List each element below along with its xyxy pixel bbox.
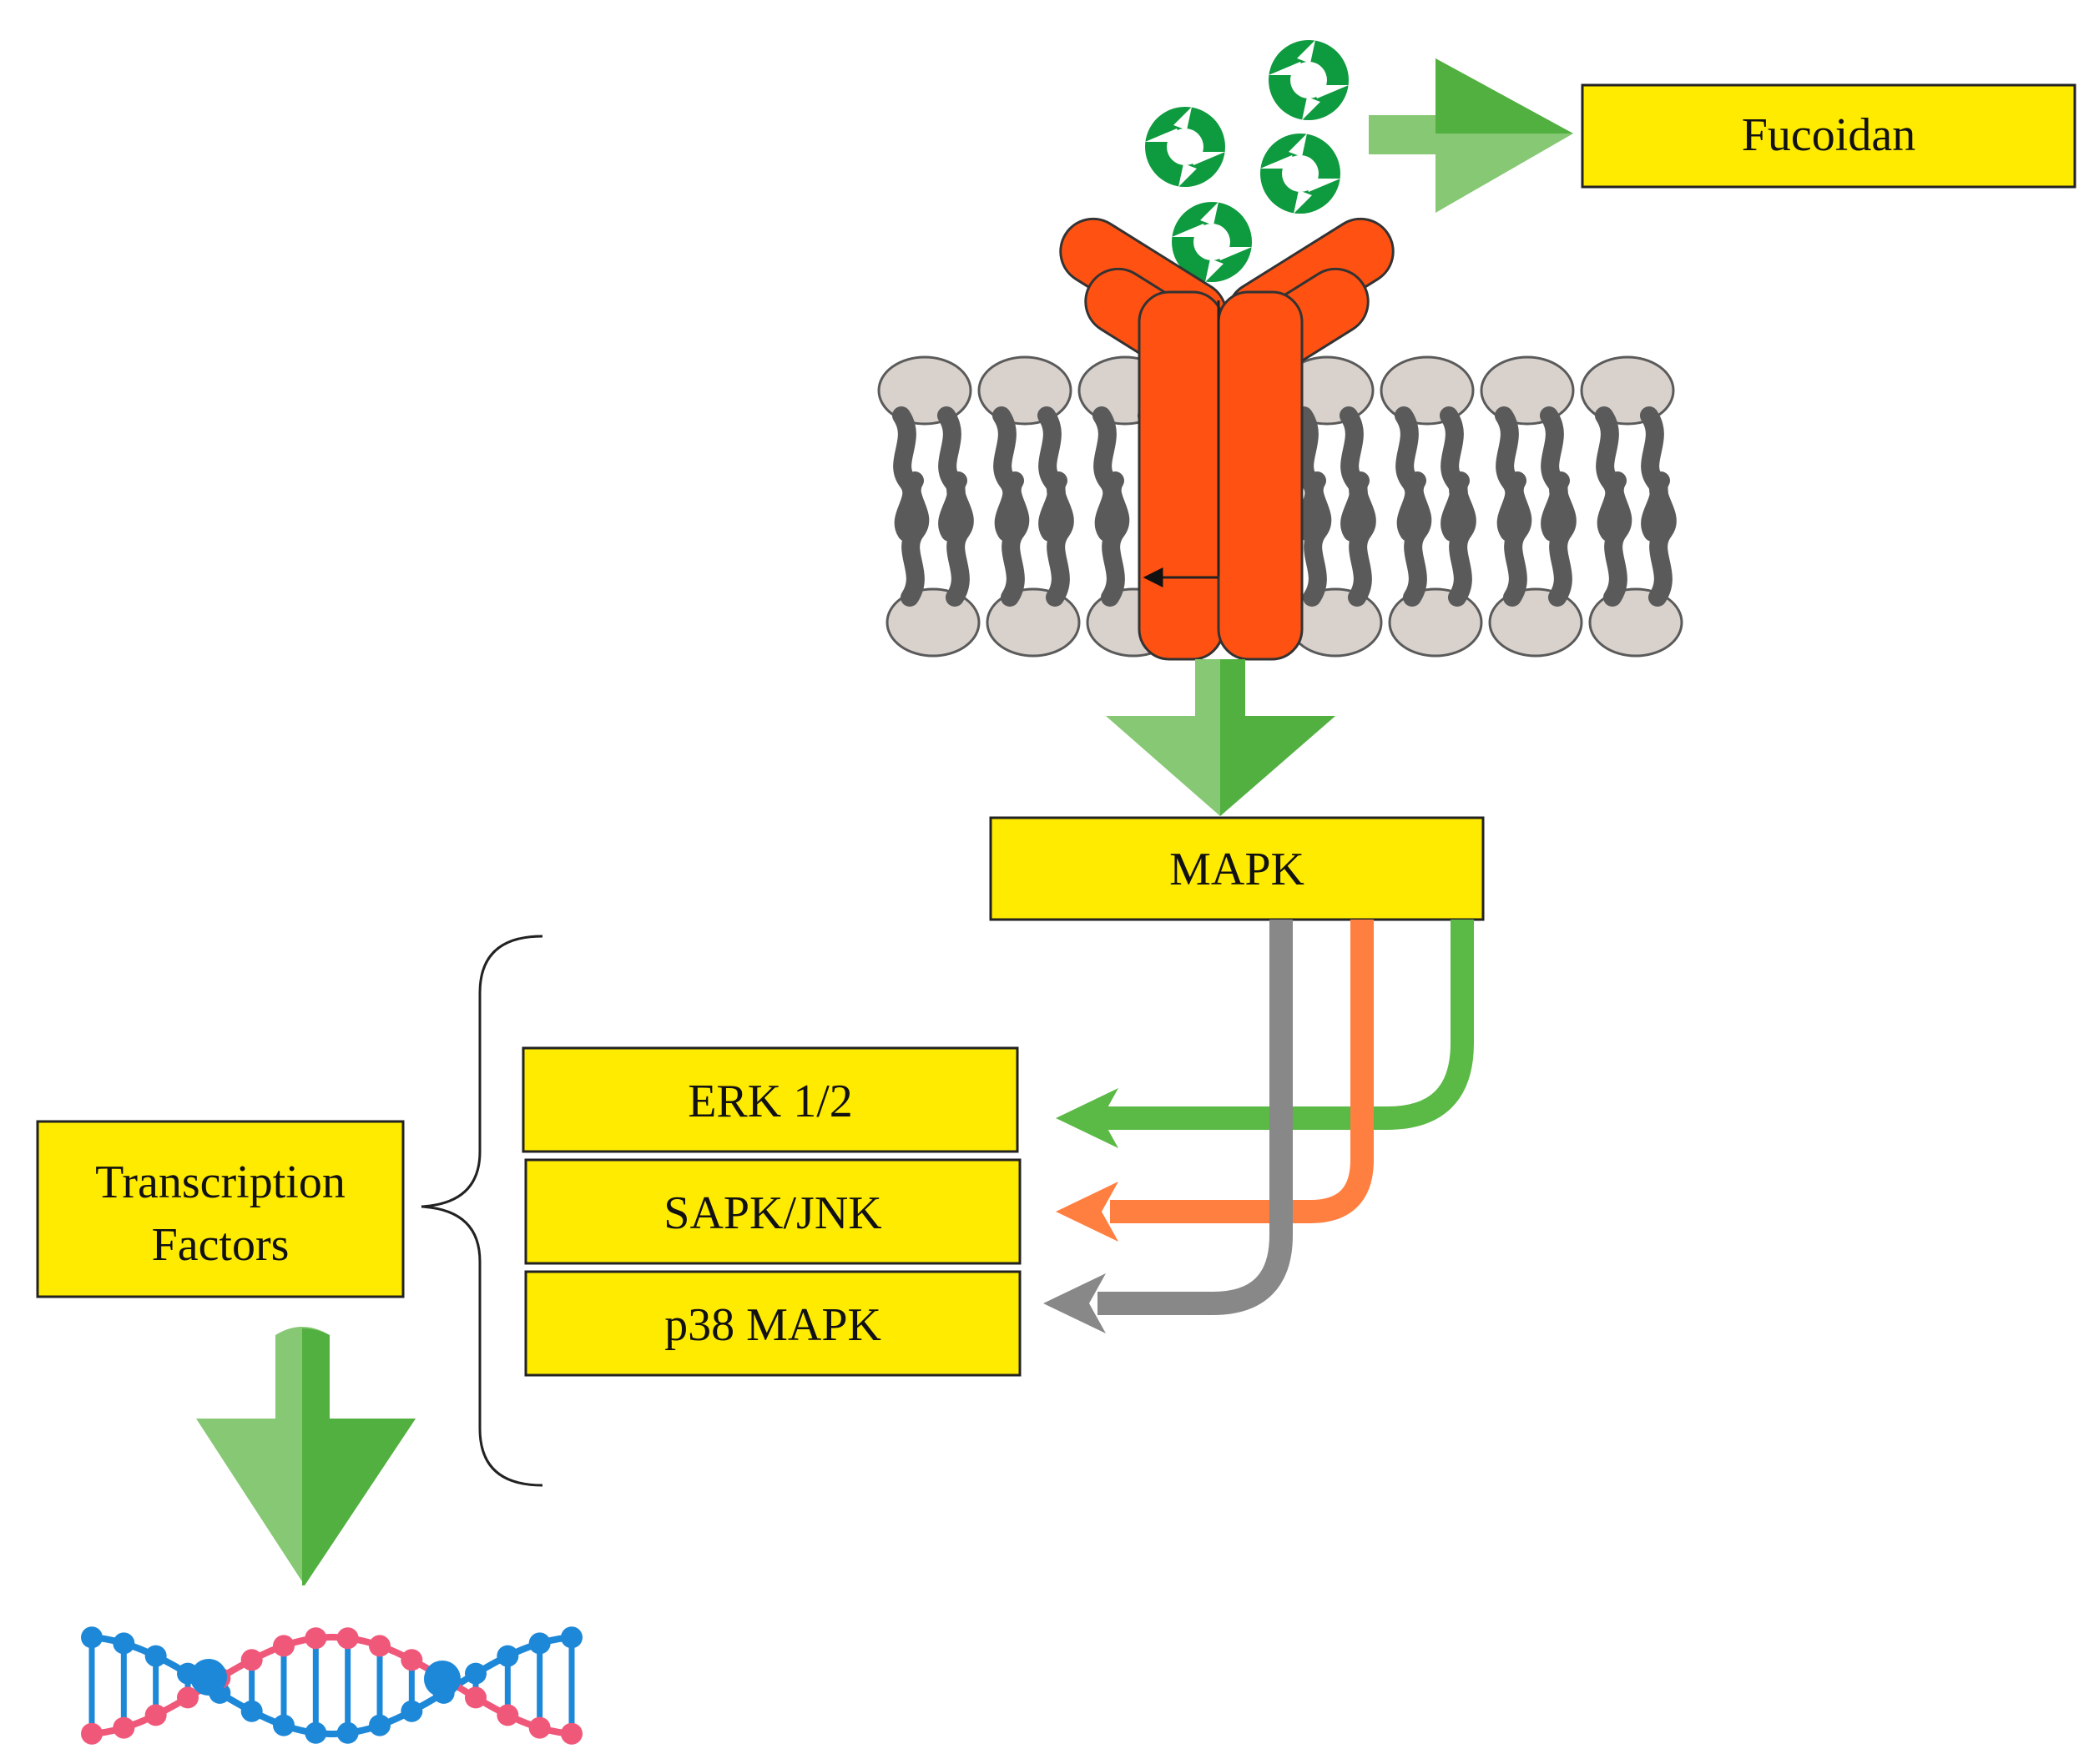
dna-node: [81, 1722, 103, 1745]
dna-crossing-node: [190, 1659, 227, 1696]
dna-node: [305, 1627, 327, 1650]
transcription-factors-label-line2: Factors: [152, 1219, 290, 1271]
mapk-label: MAPK: [1169, 844, 1304, 895]
dna-node: [177, 1686, 199, 1709]
dna-node: [273, 1635, 295, 1657]
dna-node: [336, 1627, 359, 1650]
fucoidan-label: Fucoidan: [1742, 109, 1915, 161]
signal-path-sapk: [1056, 920, 1374, 1242]
dna-node: [561, 1722, 583, 1745]
arrow-to-fucoidan: [1369, 58, 1573, 213]
dna-node: [401, 1700, 423, 1722]
dna-node: [528, 1632, 551, 1655]
dna-strand-a: [83, 1634, 581, 1737]
signal-path-erk: [1056, 920, 1474, 1148]
mapk-box: MAPK: [989, 816, 1485, 921]
arrow-to-mapk: [1106, 659, 1335, 816]
dna-strand-b: [83, 1634, 581, 1737]
dna-node: [113, 1632, 135, 1655]
dna-node: [336, 1721, 359, 1744]
erk-label: ERK 1/2: [688, 1076, 853, 1127]
p38-box: p38 MAPK: [524, 1270, 1022, 1377]
arrow-to-dna: [196, 1327, 416, 1585]
dna-helix-icon: [81, 1626, 583, 1745]
erk-box: ERK 1/2: [522, 1046, 1019, 1153]
dna-node: [465, 1662, 487, 1685]
dna-node: [81, 1626, 103, 1649]
dna-node: [113, 1716, 135, 1739]
dna-node: [305, 1721, 327, 1744]
dna-node: [497, 1704, 519, 1726]
dna-node: [561, 1626, 583, 1649]
p38-label: p38 MAPK: [664, 1299, 881, 1351]
dna-node: [369, 1714, 391, 1736]
dna-node: [369, 1635, 391, 1657]
dna-node: [240, 1649, 263, 1671]
dna-crossing-node: [424, 1661, 461, 1697]
dna-node: [144, 1704, 167, 1726]
sapk-box: SAPK/JNK: [524, 1158, 1022, 1265]
receptor-icon: [1059, 217, 1395, 661]
dna-node: [273, 1714, 295, 1736]
dna-node: [401, 1649, 423, 1671]
fucoidan-label-box: Fucoidan: [1581, 83, 2076, 189]
signal-path-p38: [1043, 920, 1293, 1333]
dna-node: [465, 1686, 487, 1709]
transcription-factors-box: Transcription Factors: [36, 1120, 405, 1298]
grouping-brace: [421, 935, 543, 1487]
dna-node: [528, 1716, 551, 1739]
dna-node: [144, 1645, 167, 1667]
dna-node: [240, 1700, 263, 1722]
dna-node: [497, 1645, 519, 1667]
transcription-factors-label-line1: Transcription: [95, 1157, 346, 1208]
sapk-label: SAPK/JNK: [664, 1187, 881, 1239]
